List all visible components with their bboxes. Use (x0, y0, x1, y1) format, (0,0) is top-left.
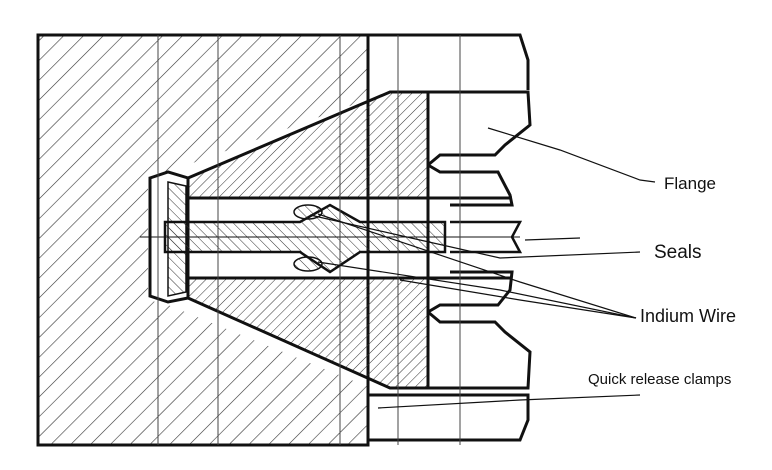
leader-lines (309, 127, 656, 409)
label-flange: Flange (664, 174, 716, 193)
seal-rings (293, 204, 323, 272)
construction-lines (157, 35, 461, 445)
indium-leader-1 (317, 213, 637, 319)
indium-leader-2 (317, 261, 637, 319)
seals-leader-2 (524, 237, 581, 241)
clamps-leader (377, 394, 641, 409)
label-indium-wire: Indium Wire (640, 306, 736, 326)
label-seals: Seals (654, 242, 702, 263)
seals-leader-1 (309, 214, 641, 259)
label-quick-release-clamps: Quick release clamps (588, 371, 731, 388)
indium-leader-3 (399, 279, 637, 319)
flange-leader (487, 127, 656, 183)
right-flange-profile (188, 90, 532, 390)
